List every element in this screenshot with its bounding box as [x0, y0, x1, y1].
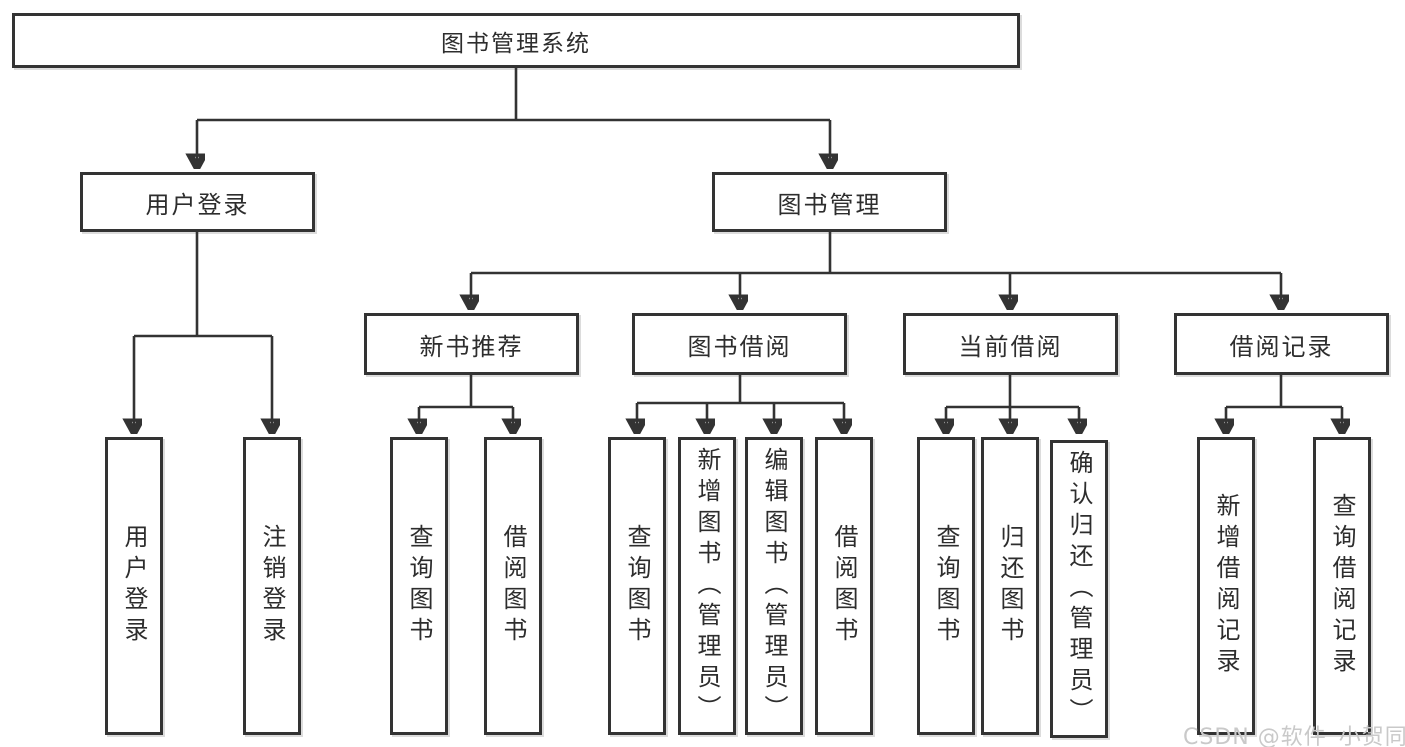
- leaf-current-return-label: 归还图书: [996, 524, 1024, 648]
- leaf-borrowing-query: 查询图书: [608, 437, 666, 735]
- node-current-borrowing: 当前借阅: [903, 313, 1118, 375]
- leaf-logout-label: 注销登录: [258, 524, 286, 648]
- leaf-records-add: 新增借阅记录: [1197, 437, 1255, 735]
- leaf-borrowing-borrow: 借阅图书: [815, 437, 873, 735]
- node-root: 图书管理系统: [12, 13, 1020, 68]
- leaf-current-confirm-admin: 确认归还（管理员）: [1050, 440, 1108, 738]
- leaf-current-query: 查询图书: [917, 437, 975, 735]
- node-book-management: 图书管理: [712, 172, 947, 232]
- leaf-borrowing-borrow-label: 借阅图书: [830, 524, 858, 648]
- leaf-current-return: 归还图书: [981, 437, 1039, 735]
- leaf-borrowing-query-label: 查询图书: [623, 524, 651, 648]
- leaf-newbook-borrow-label: 借阅图书: [499, 524, 527, 648]
- node-user-login-label: 用户登录: [145, 190, 250, 219]
- leaf-borrowing-edit-admin-label: 编辑图书（管理员）: [760, 446, 788, 726]
- leaf-current-query-label: 查询图书: [932, 524, 960, 648]
- leaf-user-login: 用户登录: [105, 437, 163, 735]
- node-user-login: 用户登录: [80, 172, 315, 232]
- node-new-book-recommend-label: 新书推荐: [419, 332, 524, 361]
- leaf-newbook-query: 查询图书: [390, 437, 448, 735]
- leaf-newbook-borrow: 借阅图书: [484, 437, 542, 735]
- leaf-records-query: 查询借阅记录: [1313, 437, 1371, 735]
- node-current-borrowing-label: 当前借阅: [958, 332, 1063, 361]
- leaf-logout: 注销登录: [243, 437, 301, 735]
- leaf-borrowing-add-admin: 新增图书（管理员）: [678, 437, 736, 735]
- node-borrowing-records-label: 借阅记录: [1229, 332, 1334, 361]
- leaf-user-login-label: 用户登录: [120, 524, 148, 648]
- node-book-management-label: 图书管理: [777, 190, 882, 219]
- node-book-borrowing: 图书借阅: [632, 313, 847, 375]
- leaf-borrowing-edit-admin: 编辑图书（管理员）: [745, 437, 803, 735]
- leaf-newbook-query-label: 查询图书: [405, 524, 433, 648]
- leaf-borrowing-add-admin-label: 新增图书（管理员）: [693, 446, 721, 726]
- csdn-watermark: CSDN @软件_小贺同学: [1183, 725, 1405, 747]
- node-new-book-recommend: 新书推荐: [364, 313, 579, 375]
- leaf-records-add-label: 新增借阅记录: [1212, 493, 1240, 679]
- leaf-current-confirm-admin-label: 确认归还（管理员）: [1065, 449, 1093, 729]
- leaf-records-query-label: 查询借阅记录: [1328, 493, 1356, 679]
- node-root-label: 图书管理系统: [441, 30, 591, 57]
- node-book-borrowing-label: 图书借阅: [687, 332, 792, 361]
- node-borrowing-records: 借阅记录: [1174, 313, 1389, 375]
